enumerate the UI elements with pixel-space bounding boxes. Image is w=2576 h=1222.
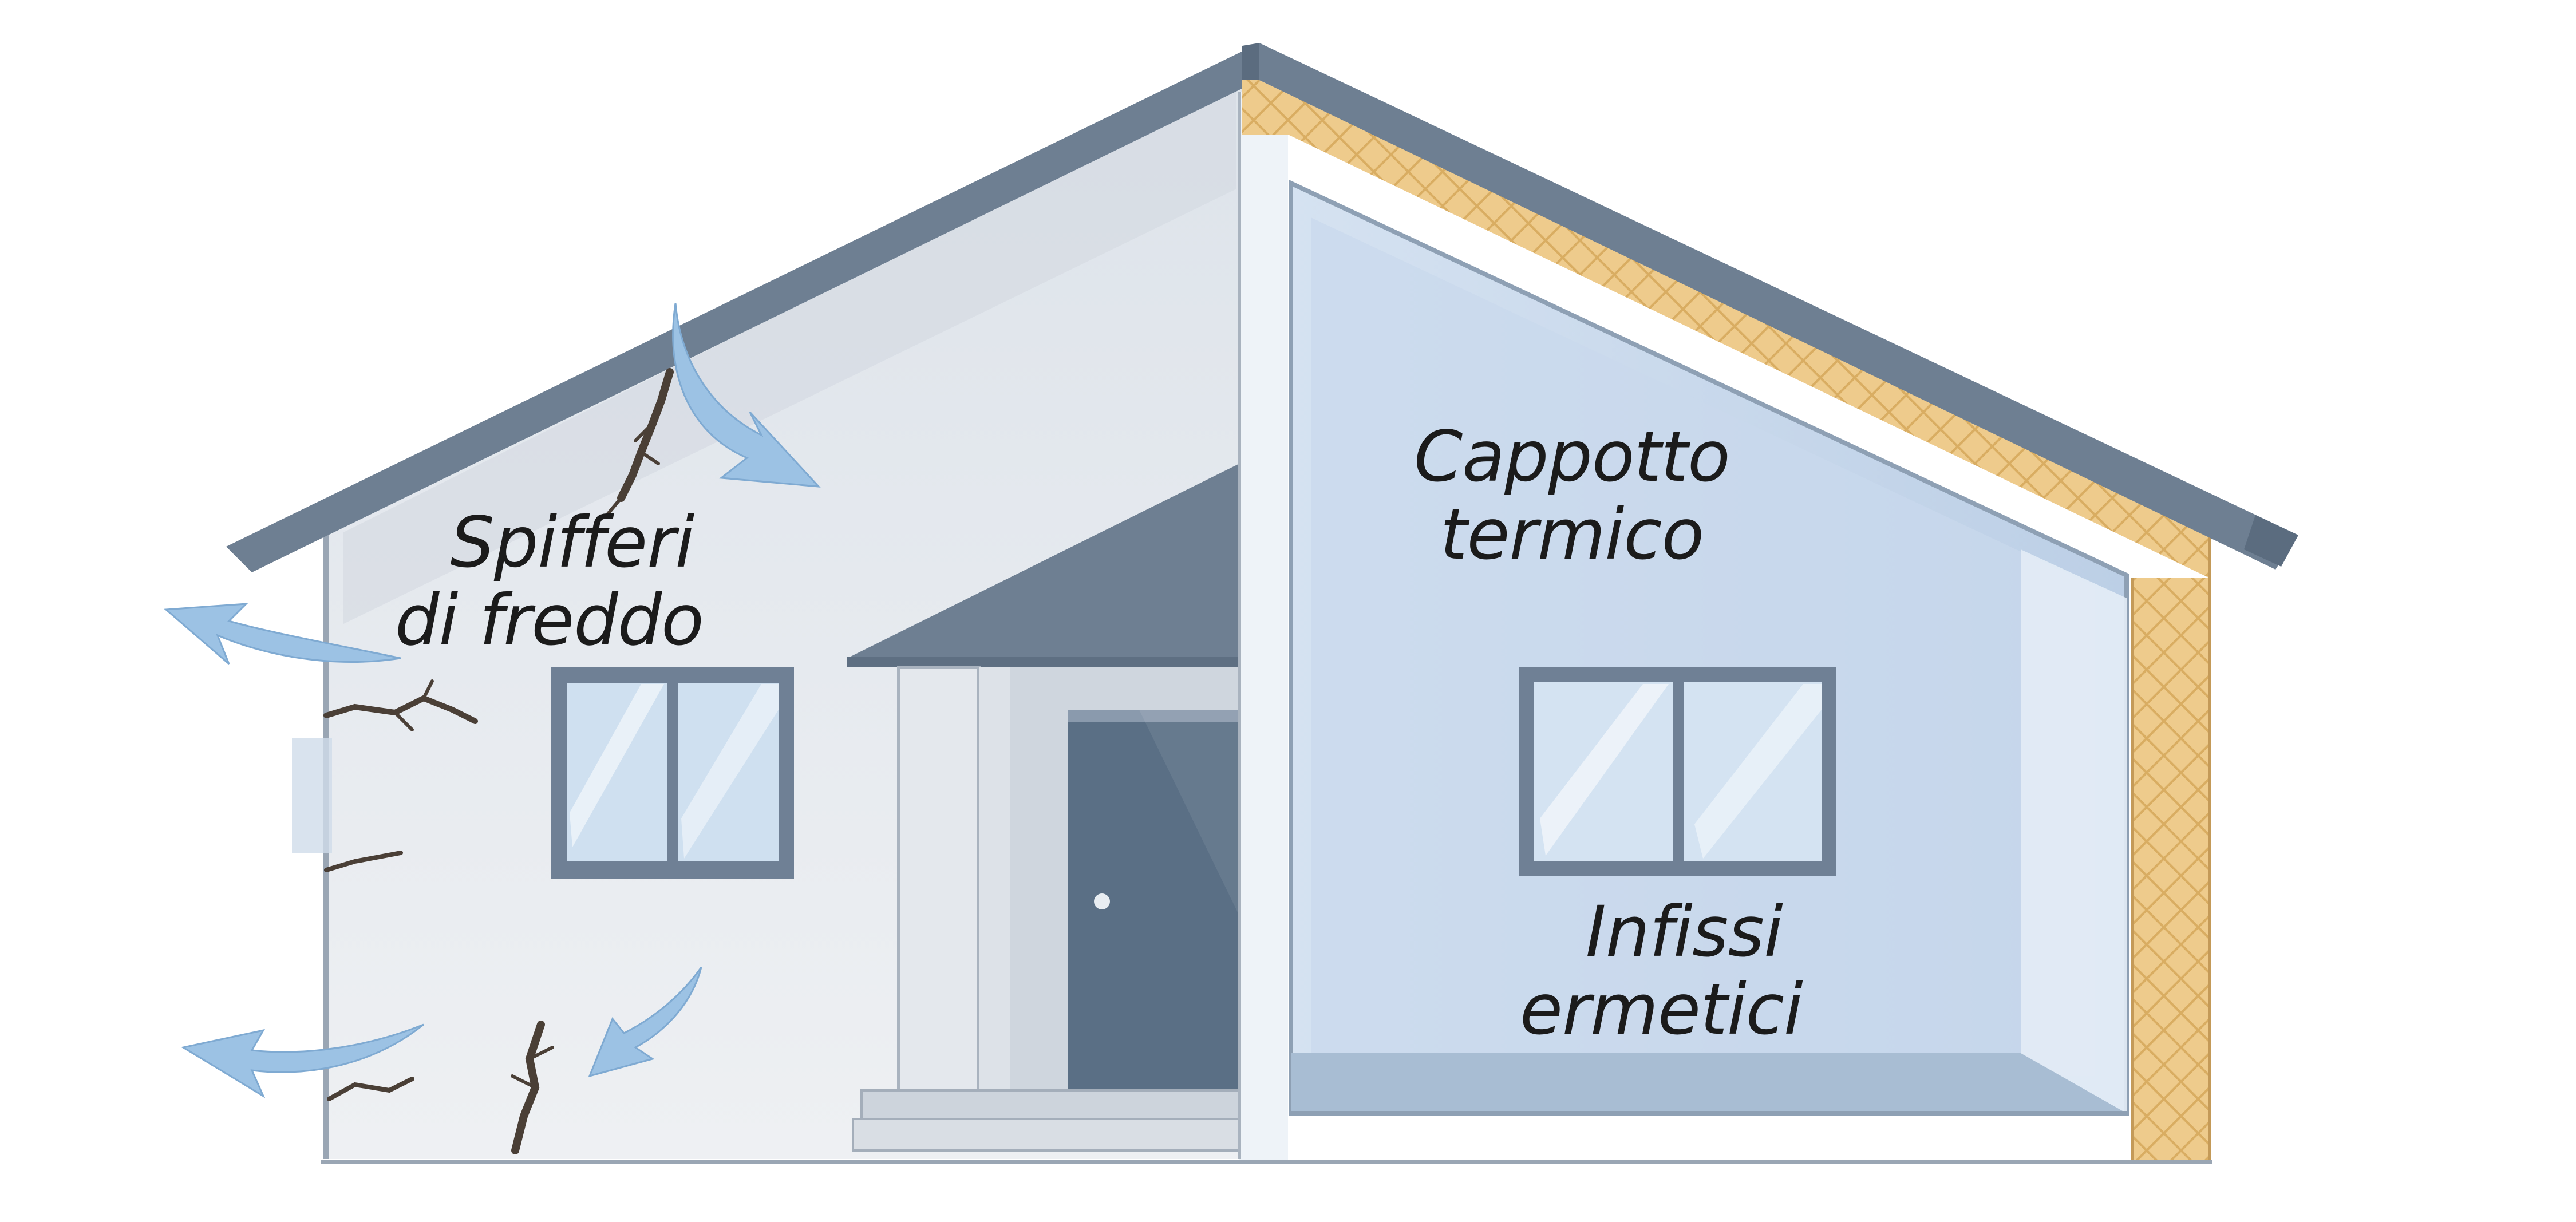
right-house-section	[1242, 43, 2298, 1162]
label-thermal-coat-line1: Cappotto	[1414, 416, 1730, 497]
draft-arrow-left-upper	[164, 603, 401, 665]
draft-arrow-top	[672, 303, 821, 488]
label-sealed-frames-line2: ermetici	[1520, 969, 1803, 1050]
label-drafts-line1: Spifferi	[450, 502, 695, 583]
door-knob	[1094, 893, 1110, 909]
porch-column	[897, 666, 981, 1104]
label-drafts: Spifferi di freddo	[395, 504, 704, 659]
cutaway-divider	[1239, 92, 1288, 1162]
draft-arrows	[164, 303, 821, 1098]
draft-arrow-bottom	[588, 967, 702, 1078]
label-thermal-coat-line2: termico	[1440, 494, 1705, 575]
left-window	[551, 667, 794, 879]
left-house-section	[164, 43, 1259, 1159]
label-drafts-line2: di freddo	[395, 580, 704, 661]
draft-arrow-left-lower	[180, 1023, 424, 1098]
roof-right	[1259, 43, 2298, 570]
label-sealed-frames: Infissi ermetici	[1520, 893, 1803, 1049]
wall-insulation	[2132, 578, 2210, 1162]
label-sealed-frames-line1: Infissi	[1585, 891, 1783, 972]
porch-roof	[847, 464, 1239, 658]
roof-left	[226, 43, 1259, 572]
interior-floor	[1291, 1053, 2127, 1113]
wall-cracks	[323, 368, 674, 1154]
right-window	[1519, 667, 1836, 876]
roof-insulation	[1242, 80, 2210, 578]
label-thermal-coat: Cappotto termico	[1414, 418, 1730, 574]
porch-step	[860, 1089, 1240, 1120]
front-door	[1068, 710, 1239, 1105]
